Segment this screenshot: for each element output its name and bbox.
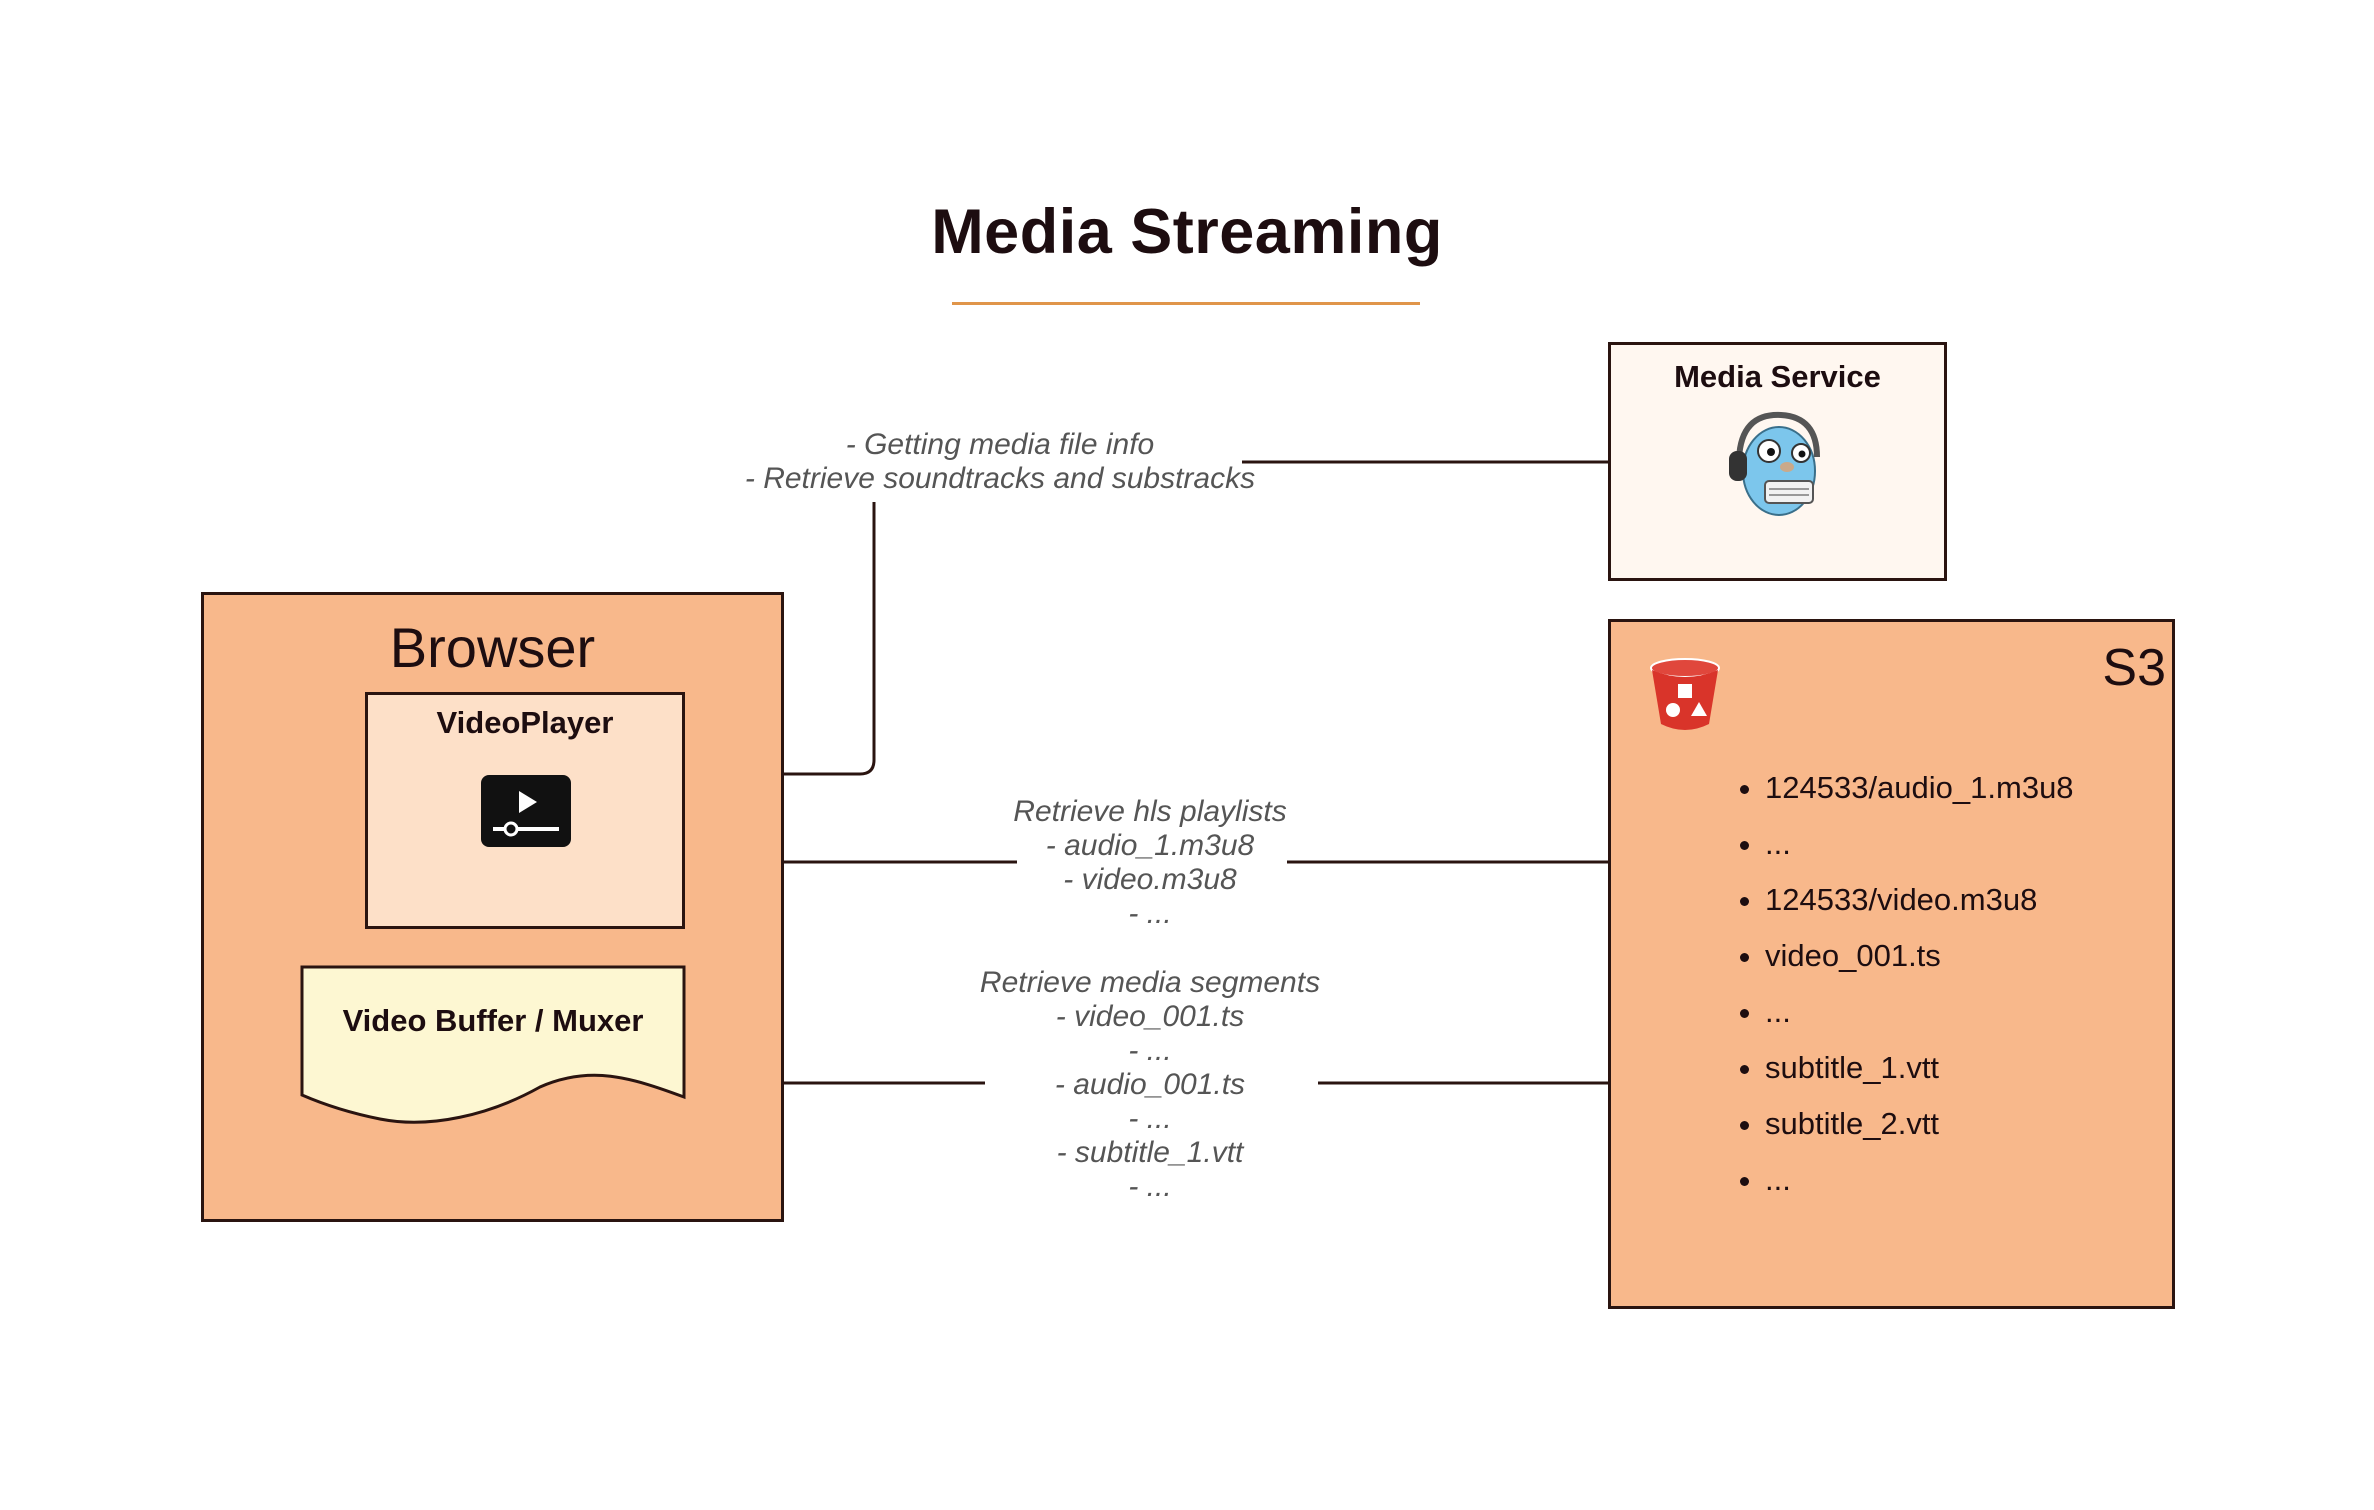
gopher-headphones-icon — [1729, 411, 1820, 516]
note-line: - Getting media file info — [845, 428, 1155, 461]
note-line: - audio_001.ts — [1054, 1068, 1246, 1101]
title-underline — [952, 302, 1420, 305]
note-line: - Retrieve soundtracks and substracks — [744, 462, 1256, 495]
note-line: - ... — [1128, 1170, 1172, 1203]
note-line: - ... — [1128, 897, 1172, 930]
s3-object-item: subtitle_1.vtt — [1765, 1050, 2074, 1106]
videoplayer-label: VideoPlayer — [436, 705, 614, 740]
note-line: - audio_1.m3u8 — [1045, 829, 1255, 862]
browser-label: Browser — [389, 616, 596, 679]
note-line: - subtitle_1.vtt — [1056, 1136, 1244, 1169]
note-media-info: - Getting media file info - Retrieve sou… — [700, 428, 1300, 496]
browser-box: Browser — [201, 592, 784, 1222]
note-media-segments: Retrieve media segments - video_001.ts -… — [940, 966, 1360, 1204]
media-service-box: Media Service — [1608, 342, 1947, 581]
note-line: - video.m3u8 — [1063, 863, 1237, 896]
note-hls-playlists: Retrieve hls playlists - audio_1.m3u8 - … — [950, 795, 1350, 931]
videoplayer-box: VideoPlayer — [365, 692, 685, 929]
note-line: - ... — [1128, 1102, 1172, 1135]
s3-object-item: ... — [1765, 1162, 2074, 1218]
s3-label: S3 — [2102, 639, 2166, 697]
diagram-title: Media Streaming — [931, 197, 1443, 267]
video-player-icon — [481, 775, 571, 847]
s3-object-item: ... — [1765, 826, 2074, 882]
s3-object-item: ... — [1765, 994, 2074, 1050]
note-line: - video_001.ts — [1055, 1000, 1245, 1033]
s3-object-item: 124533/audio_1.m3u8 — [1765, 770, 2074, 826]
media-service-label: Media Service — [1674, 359, 1881, 394]
s3-object-item: video_001.ts — [1765, 938, 2074, 994]
video-buffer-document — [300, 965, 686, 1124]
s3-box: S3 124533/audio_1.m3u8 ... 124533/video.… — [1608, 619, 2175, 1309]
video-buffer-label: Video Buffer / Muxer — [342, 1003, 644, 1038]
connector-info-to-videoplayer — [692, 502, 876, 789]
note-line: Retrieve hls playlists — [1013, 795, 1287, 828]
note-line: - ... — [1128, 1034, 1172, 1067]
s3-object-item: 124533/video.m3u8 — [1765, 882, 2074, 938]
s3-object-item: subtitle_2.vtt — [1765, 1106, 2074, 1162]
s3-object-list: 124533/audio_1.m3u8 ... 124533/video.m3u… — [1731, 770, 2074, 1218]
s3-bucket-icon — [1650, 658, 1720, 730]
note-line: Retrieve media segments — [979, 966, 1321, 999]
